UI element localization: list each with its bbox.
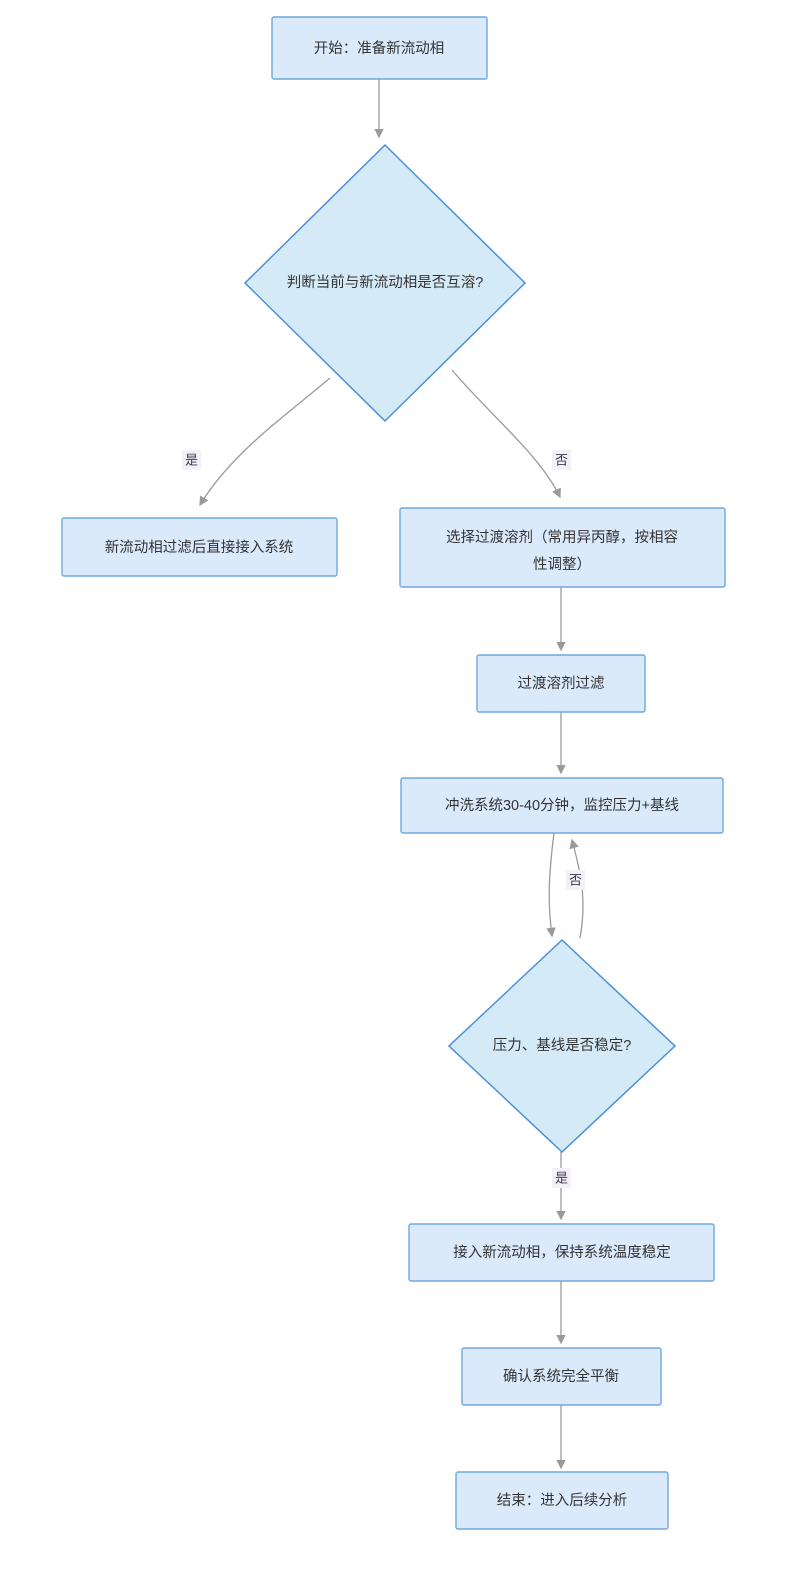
edge-label-no-miscible-text: 否	[555, 452, 568, 467]
node-start-label: 开始：准备新流动相	[314, 40, 445, 57]
edge-label-yes-stable-bg	[552, 1168, 571, 1188]
node-direct[interactable]: 新流动相过滤后直接接入系统	[61, 517, 338, 577]
node-equilibrium-shape[interactable]	[461, 1347, 662, 1406]
node-start[interactable]: 开始：准备新流动相	[271, 16, 488, 80]
edge-label-yes-miscible-bg	[182, 450, 201, 470]
edge-label-yes-miscible: 是	[182, 450, 201, 470]
edge-layer	[200, 79, 584, 1468]
node-miscible[interactable]: 判断当前与新流动相是否互溶?	[243, 143, 527, 423]
node-filter-label: 过渡溶剂过滤	[518, 675, 605, 692]
edge-label-yes-stable-text: 是	[555, 1170, 568, 1185]
node-solvent-shape[interactable]	[399, 507, 726, 588]
node-end-shape[interactable]	[455, 1471, 669, 1530]
node-end-label: 结束：进入后续分析	[497, 1492, 628, 1509]
node-filter-shape[interactable]	[476, 654, 646, 713]
edge-stable-to-flush-loop	[572, 840, 584, 939]
node-flush-shape[interactable]	[400, 777, 724, 834]
node-equilibrium-label: 确认系统完全平衡	[503, 1367, 619, 1385]
node-solvent-label-line2: 性调整）	[533, 556, 591, 573]
node-filter[interactable]: 过渡溶剂过滤	[476, 654, 646, 713]
node-flush[interactable]: 冲洗系统30-40分钟，监控压力+基线	[400, 777, 724, 834]
edge-miscible-to-solvent	[451, 369, 560, 497]
node-stable-label: 压力、基线是否稳定?	[493, 1037, 632, 1054]
node-connect[interactable]: 接入新流动相，保持系统温度稳定	[408, 1223, 715, 1282]
node-direct-shape[interactable]	[61, 517, 338, 577]
edge-label-no-miscible-bg	[552, 450, 571, 470]
edge-flush-to-stable	[549, 832, 554, 936]
node-flush-label: 冲洗系统30-40分钟，监控压力+基线	[445, 797, 679, 814]
node-connect-shape[interactable]	[408, 1223, 715, 1282]
edge-label-yes-miscible-text: 是	[185, 452, 198, 467]
edge-label-yes-stable: 是	[552, 1168, 571, 1188]
node-solvent[interactable]: 选择过渡溶剂（常用异丙醇，按相容 性调整）	[399, 507, 726, 588]
edge-label-no-miscible: 否	[552, 450, 571, 470]
node-miscible-label: 判断当前与新流动相是否互溶?	[287, 274, 484, 291]
edge-miscible-to-direct	[200, 377, 331, 505]
node-solvent-label-line1: 选择过渡溶剂（常用异丙醇，按相容	[446, 529, 678, 546]
node-connect-label: 接入新流动相，保持系统温度稳定	[453, 1244, 671, 1261]
node-miscible-shape[interactable]	[243, 143, 527, 423]
edge-label-no-stable-loop-bg	[566, 870, 585, 890]
node-stable[interactable]: 压力、基线是否稳定?	[447, 938, 677, 1154]
edge-label-no-stable-loop: 否	[566, 870, 585, 890]
node-start-shape[interactable]	[271, 16, 488, 80]
node-equilibrium[interactable]: 确认系统完全平衡	[461, 1347, 662, 1406]
node-stable-shape[interactable]	[447, 938, 677, 1154]
node-direct-label: 新流动相过滤后直接接入系统	[105, 539, 294, 556]
edge-label-no-stable-loop-text: 否	[569, 872, 582, 887]
edge-label-layer: 是 否 否 是	[182, 450, 585, 1188]
node-end[interactable]: 结束：进入后续分析	[455, 1471, 669, 1530]
